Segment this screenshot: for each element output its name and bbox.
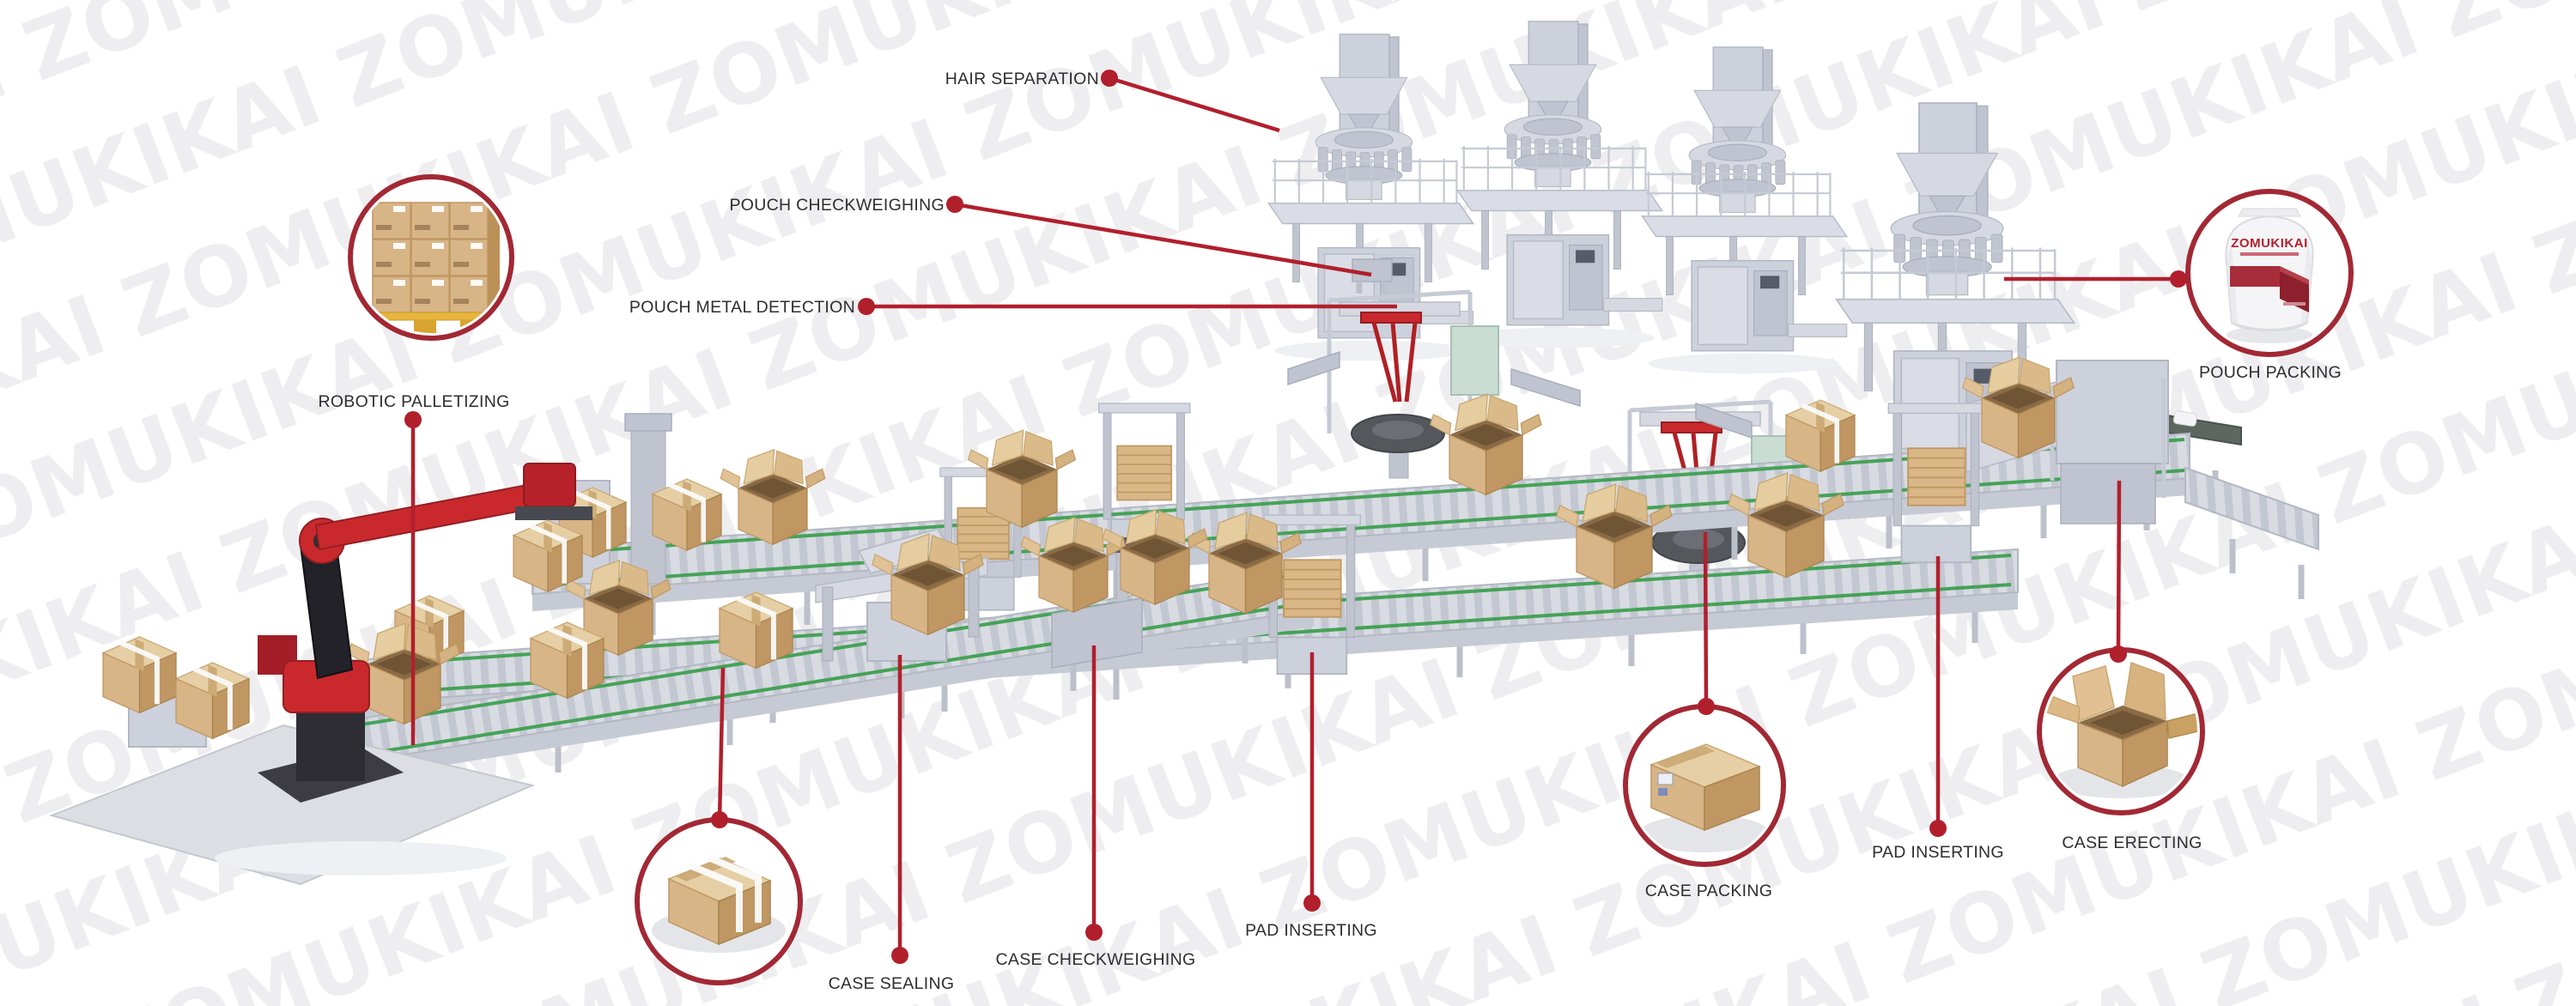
callout-pad-inserting-2: PAD INSERTING [1872, 556, 2004, 862]
callout-case-packing: CASE PACKING [1645, 882, 1772, 900]
pouch-chute-3 [1695, 402, 1753, 439]
packed-case-illustration [1639, 743, 1770, 852]
pouch-checkweigher-device [1352, 258, 1393, 294]
callout-dot [1085, 924, 1103, 941]
callout-pouch-metal-detection: POUCH METAL DETECTION [629, 298, 1397, 317]
callout-dot [946, 196, 963, 213]
callout-label: HAIR SEPARATION [945, 70, 1099, 88]
callout-dot [1698, 698, 1715, 715]
pouch-chute-2 [1510, 367, 1581, 408]
callout-dot [404, 411, 422, 428]
inset-erected-case [2037, 480, 2205, 815]
machinery-scene [48, 20, 2319, 886]
sealed-case-illustration [652, 854, 786, 953]
callout-label: POUCH METAL DETECTION [629, 298, 855, 317]
callout-label: PAD INSERTING [1245, 921, 1377, 940]
erected-case-illustration [2044, 661, 2197, 798]
callout-label: CASE CHECKWEIGHING [996, 950, 1196, 969]
inset-branded-pouch: ZOMUKIKAI [2004, 189, 2354, 357]
pouch-pick-cell-1 [1327, 289, 1499, 479]
callout-dot [711, 811, 728, 828]
pouch-illustration: ZOMUKIKAI [2225, 208, 2314, 343]
callout-dot [1101, 70, 1118, 87]
callout-label: ROBOTIC PALLETIZING [318, 392, 509, 411]
callout-dot [891, 947, 908, 964]
callout-label: CASE PACKING [1645, 882, 1772, 900]
callout-case-erecting: CASE ERECTING [2062, 833, 2202, 852]
callout-dot [1929, 820, 1947, 837]
callout-hair-separation: HAIR SEPARATION [945, 70, 1280, 133]
callout-label: PAD INSERTING [1872, 843, 2004, 862]
callout-dot [2110, 645, 2127, 663]
callout-pouch-checkweighing: POUCH CHECKWEIGHING [729, 196, 1372, 277]
callout-robotic-palletizing: ROBOTIC PALLETIZING [318, 392, 509, 745]
callout-label: POUCH CHECKWEIGHING [729, 196, 945, 215]
callout-dot [1303, 894, 1321, 912]
callout-label: POUCH PACKING [2199, 363, 2342, 382]
callout-case-sealing: CASE SEALING [829, 655, 955, 993]
callout-dot [2170, 270, 2187, 288]
inset-packed-case [1623, 531, 1786, 867]
callout-label: CASE SEALING [829, 974, 955, 993]
callout-dot [858, 298, 875, 315]
robotic-palletizer [48, 463, 592, 886]
callout-case-checkweighing: CASE CHECKWEIGHING [996, 645, 1196, 969]
callout-pouch-packing: POUCH PACKING [2199, 363, 2342, 382]
inset-sealed-case [635, 667, 803, 985]
callout-label: CASE ERECTING [2062, 833, 2202, 852]
callout-pad-inserting-1: PAD INSERTING [1245, 652, 1377, 940]
pouch-chute-1 [1287, 350, 1340, 386]
pouch-brand-text: ZOMUKIKAI [2231, 236, 2308, 251]
